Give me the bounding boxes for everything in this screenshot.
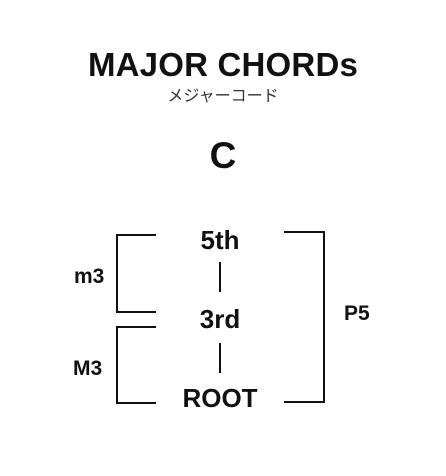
- M3-bracket: [116, 326, 156, 404]
- page-subtitle: メジャーコード: [167, 86, 279, 105]
- interval-minor-third-label: m3: [74, 265, 105, 288]
- m3-bracket: [116, 234, 156, 313]
- note-root: ROOT: [182, 383, 258, 413]
- chord-key: C: [209, 135, 237, 176]
- P5-bracket: [284, 231, 325, 403]
- note-third: 3rd: [199, 304, 241, 334]
- interval-perfect-fifth-label: P5: [344, 302, 370, 325]
- interval-major-third-label: M3: [73, 357, 103, 380]
- page-title: MAJOR CHORDs: [87, 46, 359, 83]
- note-fifth: 5th: [200, 225, 240, 255]
